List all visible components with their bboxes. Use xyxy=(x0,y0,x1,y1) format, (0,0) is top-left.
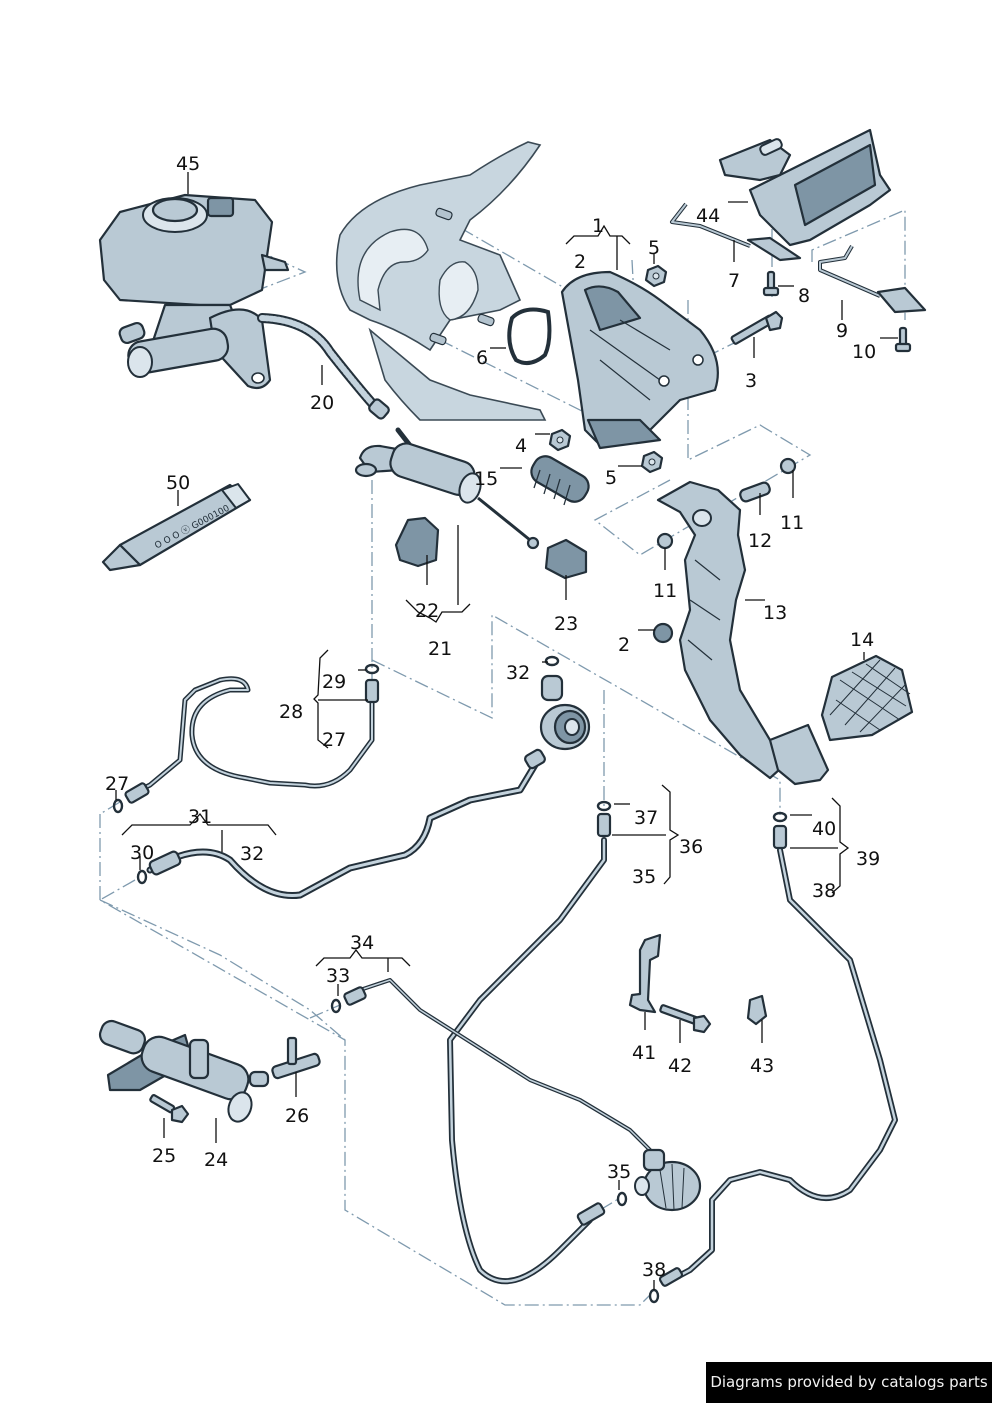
part-label-29: 29 xyxy=(322,671,346,693)
part-label-24: 24 xyxy=(204,1149,228,1171)
part-label-32-top: 32 xyxy=(506,662,530,684)
part-label-2-top: 2 xyxy=(574,251,586,273)
part-label-21: 21 xyxy=(428,638,452,660)
clutch-master-cylinder xyxy=(354,442,540,550)
firewall-bulkhead xyxy=(335,141,547,421)
part-label-5-top: 5 xyxy=(648,237,660,259)
bracket-41 xyxy=(628,933,662,1014)
gasket xyxy=(507,307,552,366)
sleeve-12 xyxy=(739,481,771,503)
part-label-40: 40 xyxy=(812,818,836,840)
screw-8 xyxy=(762,270,780,297)
part-label-34: 34 xyxy=(350,932,374,954)
brake-fluid-reservoir-master-cylinder xyxy=(98,193,290,390)
part-label-36: 36 xyxy=(679,836,703,858)
clutch-slave-cylinder xyxy=(98,1019,270,1123)
pulsation-damper-lower xyxy=(634,1148,702,1212)
part-label-13: 13 xyxy=(763,602,787,624)
bushing-11-left xyxy=(656,532,674,550)
diagram-credit-banner: Diagrams provided by catalogs parts xyxy=(706,1362,992,1403)
part-label-11-right: 11 xyxy=(780,512,804,534)
nut-5-bottom xyxy=(640,450,664,474)
part-label-27-left: 27 xyxy=(105,773,129,795)
part-label-45: 45 xyxy=(176,153,200,175)
part-label-26: 26 xyxy=(285,1105,309,1127)
part-label-27-right: 27 xyxy=(322,729,346,751)
pedal-bracket-assembly xyxy=(560,270,719,450)
dust-boot-15 xyxy=(530,455,590,506)
bleed-t-fitting xyxy=(271,1036,321,1080)
bushing-11-top xyxy=(779,457,797,475)
wire-bracket-7 xyxy=(670,202,802,262)
part-label-31: 31 xyxy=(188,806,212,828)
nut-4 xyxy=(548,428,572,452)
part-label-9: 9 xyxy=(836,320,848,342)
clutch-pedal xyxy=(656,480,830,786)
part-label-15: 15 xyxy=(474,468,498,490)
part-label-10: 10 xyxy=(852,341,876,363)
bolt-3 xyxy=(730,310,784,345)
screw-10 xyxy=(894,326,912,353)
part-label-30: 30 xyxy=(130,842,154,864)
part-label-50: 50 xyxy=(166,472,190,494)
part-label-35-top: 35 xyxy=(632,866,656,888)
part-label-39: 39 xyxy=(856,848,880,870)
part-label-3: 3 xyxy=(745,370,757,392)
leader-lines xyxy=(115,172,898,1290)
part-label-43: 43 xyxy=(750,1055,774,1077)
part-label-33: 33 xyxy=(326,965,350,987)
nut-5-top xyxy=(644,264,668,288)
part-label-5-bottom: 5 xyxy=(605,467,617,489)
bolt-42 xyxy=(659,1004,712,1034)
braided-hose xyxy=(257,313,415,451)
part-label-38-bottom: 38 xyxy=(642,1259,666,1281)
bolt-25 xyxy=(149,1094,190,1124)
pulsation-damper-upper xyxy=(524,703,591,770)
part-label-38-top: 38 xyxy=(812,880,836,902)
pedal-pad xyxy=(820,654,914,742)
part-label-23: 23 xyxy=(554,613,578,635)
clip-23 xyxy=(544,538,588,580)
clip-22 xyxy=(394,516,440,568)
part-label-44: 44 xyxy=(696,205,720,227)
part-label-1: 1 xyxy=(592,215,604,237)
pipe-fittings xyxy=(124,674,788,1287)
part-label-20: 20 xyxy=(310,392,334,414)
part-label-32-bottom: 32 xyxy=(240,843,264,865)
part-label-41: 41 xyxy=(632,1042,656,1064)
part-label-12: 12 xyxy=(748,530,772,552)
clip-43 xyxy=(746,994,768,1026)
part-label-28: 28 xyxy=(279,701,303,723)
part-label-35-bottom: 35 xyxy=(607,1161,631,1183)
part-label-7: 7 xyxy=(728,270,740,292)
grease-tube: O O O ⓥ G000100 xyxy=(101,483,252,572)
part-label-2-bottom: 2 xyxy=(618,634,630,656)
part-label-11-left: 11 xyxy=(653,580,677,602)
pedal-stop-2 xyxy=(652,622,674,644)
part-label-22: 22 xyxy=(415,600,439,622)
wire-bracket-9 xyxy=(818,244,927,314)
part-label-37: 37 xyxy=(634,807,658,829)
part-label-4: 4 xyxy=(515,435,527,457)
part-label-8: 8 xyxy=(798,285,810,307)
part-label-6: 6 xyxy=(476,347,488,369)
part-number-labels: 45 20 50 1 2 5 6 4 5 3 44 7 8 9 10 12 11… xyxy=(105,153,880,1281)
upper-pedal-bracket xyxy=(718,128,892,247)
hydraulic-lines xyxy=(127,676,898,1285)
part-label-42-visible: 42 xyxy=(668,1055,692,1077)
part-label-25: 25 xyxy=(152,1145,176,1167)
part-label-14: 14 xyxy=(850,629,874,651)
